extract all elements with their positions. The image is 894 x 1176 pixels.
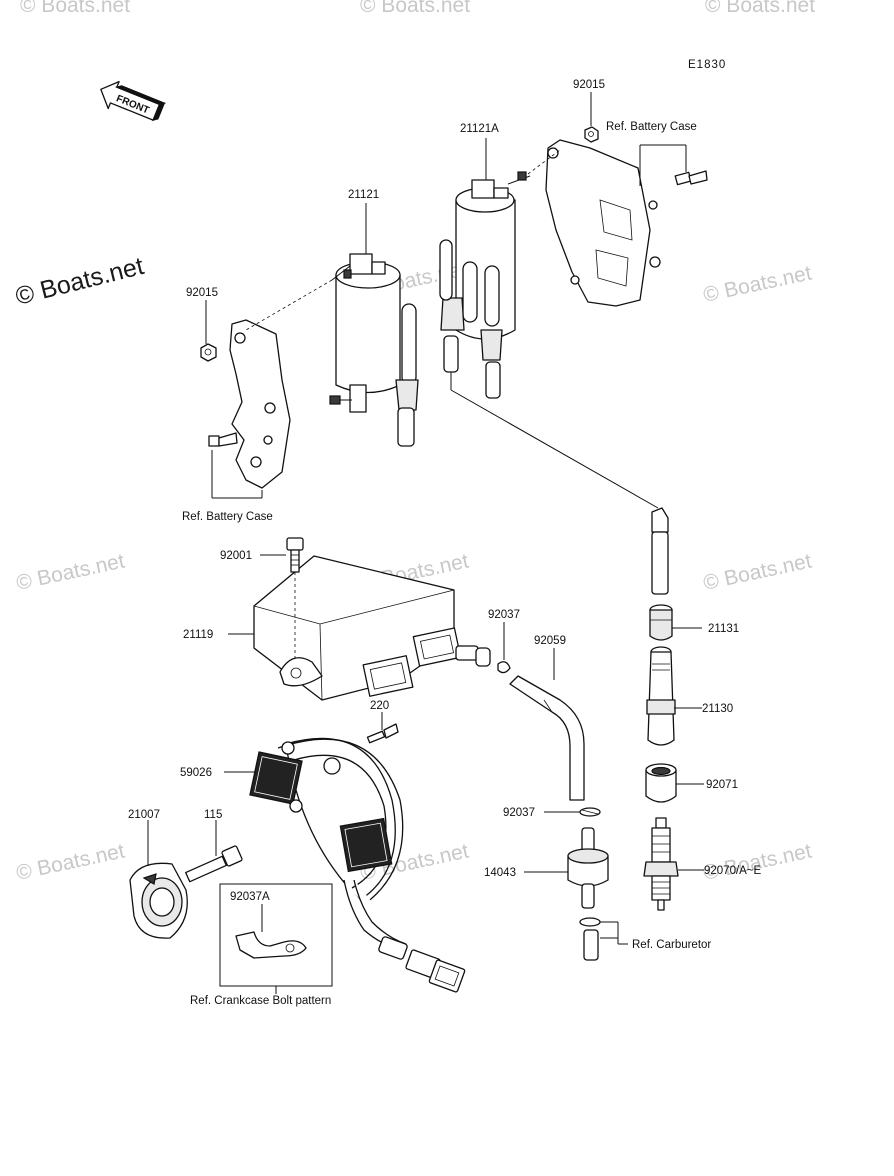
bolt-right: [674, 170, 708, 186]
watermark-text-dark: © Boats.net: [13, 252, 147, 311]
nut-92015-left: [200, 343, 217, 362]
part-labels: 92015 21121A Ref. Battery Case 21121 920…: [128, 79, 762, 1007]
clip-92037-lower: [579, 807, 601, 817]
label-ref-carburetor: Ref. Carburetor: [632, 939, 711, 951]
pickup-coil-plate-59026: [249, 737, 466, 993]
cap-21130: [646, 646, 676, 746]
watermark-text: © Boats.net: [701, 261, 814, 306]
label-21119: 21119: [183, 629, 213, 641]
crankcase-bolt-box: [219, 883, 333, 994]
bolt-left: [208, 432, 238, 447]
label-92037-lower: 92037: [503, 807, 535, 819]
label-21007: 21007: [128, 809, 160, 821]
cap-21131: [649, 604, 673, 641]
label-92015-top: 92015: [573, 79, 605, 91]
leader-lines-filter: [524, 811, 628, 945]
label-21121A: 21121A: [460, 123, 499, 135]
label-21130: 21130: [702, 703, 733, 715]
screw-220: [366, 723, 399, 744]
watermark-text: © Boats.net: [14, 839, 127, 884]
spark-plug-92070: [643, 817, 679, 911]
label-92015-left: 92015: [186, 287, 218, 299]
leader-lines-rotor: [147, 820, 217, 866]
leader-lines-top: [205, 92, 687, 509]
label-21131: 21131: [708, 623, 739, 635]
clip-92037-upper: [497, 661, 511, 674]
label-59026: 59026: [180, 767, 212, 779]
fuel-filter-14043: [567, 827, 609, 909]
diagram-code: E1830: [688, 59, 726, 71]
bolt-92001: [286, 537, 304, 660]
pipe-ref-carburetor: [583, 929, 599, 961]
label-220: 220: [370, 700, 389, 712]
label-92070: 92070/A~E: [704, 865, 762, 877]
leader-lines-plug: [672, 627, 704, 871]
battery-case-bracket-left: [229, 319, 291, 489]
front-arrow-icon: FRONT: [100, 80, 167, 122]
watermark-text: © Boats.net: [360, 0, 470, 17]
watermark-text: © Boats.net: [701, 549, 814, 594]
nut-92015-top: [584, 126, 599, 143]
label-21121: 21121: [348, 189, 379, 201]
clip-lower-ref: [579, 917, 601, 927]
bolt-115: [185, 845, 243, 883]
label-92001: 92001: [220, 550, 252, 562]
ignition-coil-21121: [329, 253, 419, 447]
label-92059: 92059: [534, 635, 566, 647]
watermark-text: © Boats.net: [701, 839, 814, 884]
watermark-text: © Boats.net: [20, 0, 130, 17]
label-92037A: 92037A: [230, 891, 270, 903]
leader-lines-cdi: [228, 554, 555, 680]
label-115: 115: [204, 809, 222, 821]
cdi-unit-21119: [253, 555, 491, 701]
leader-lines-pickup: [224, 712, 383, 773]
watermark-text: © Boats.net: [14, 549, 127, 594]
rotor-21007: [129, 862, 188, 939]
label-92071: 92071: [706, 779, 738, 791]
label-14043: 14043: [484, 867, 516, 879]
label-ref-crankcase-bolt-pattern: Ref. Crankcase Bolt pattern: [190, 995, 331, 1007]
hose-92059: [509, 675, 585, 801]
battery-case-bracket-right: [545, 139, 661, 307]
label-92037-upper: 92037: [488, 609, 520, 621]
watermark-text: © Boats.net: [705, 0, 815, 17]
cover-92071: [645, 763, 677, 803]
ignition-coil-21121A: [439, 171, 531, 399]
label-ref-battery-case-left: Ref. Battery Case: [182, 511, 273, 523]
cap-21131-wire: [651, 507, 669, 595]
label-ref-battery-case-top: Ref. Battery Case: [606, 121, 697, 133]
